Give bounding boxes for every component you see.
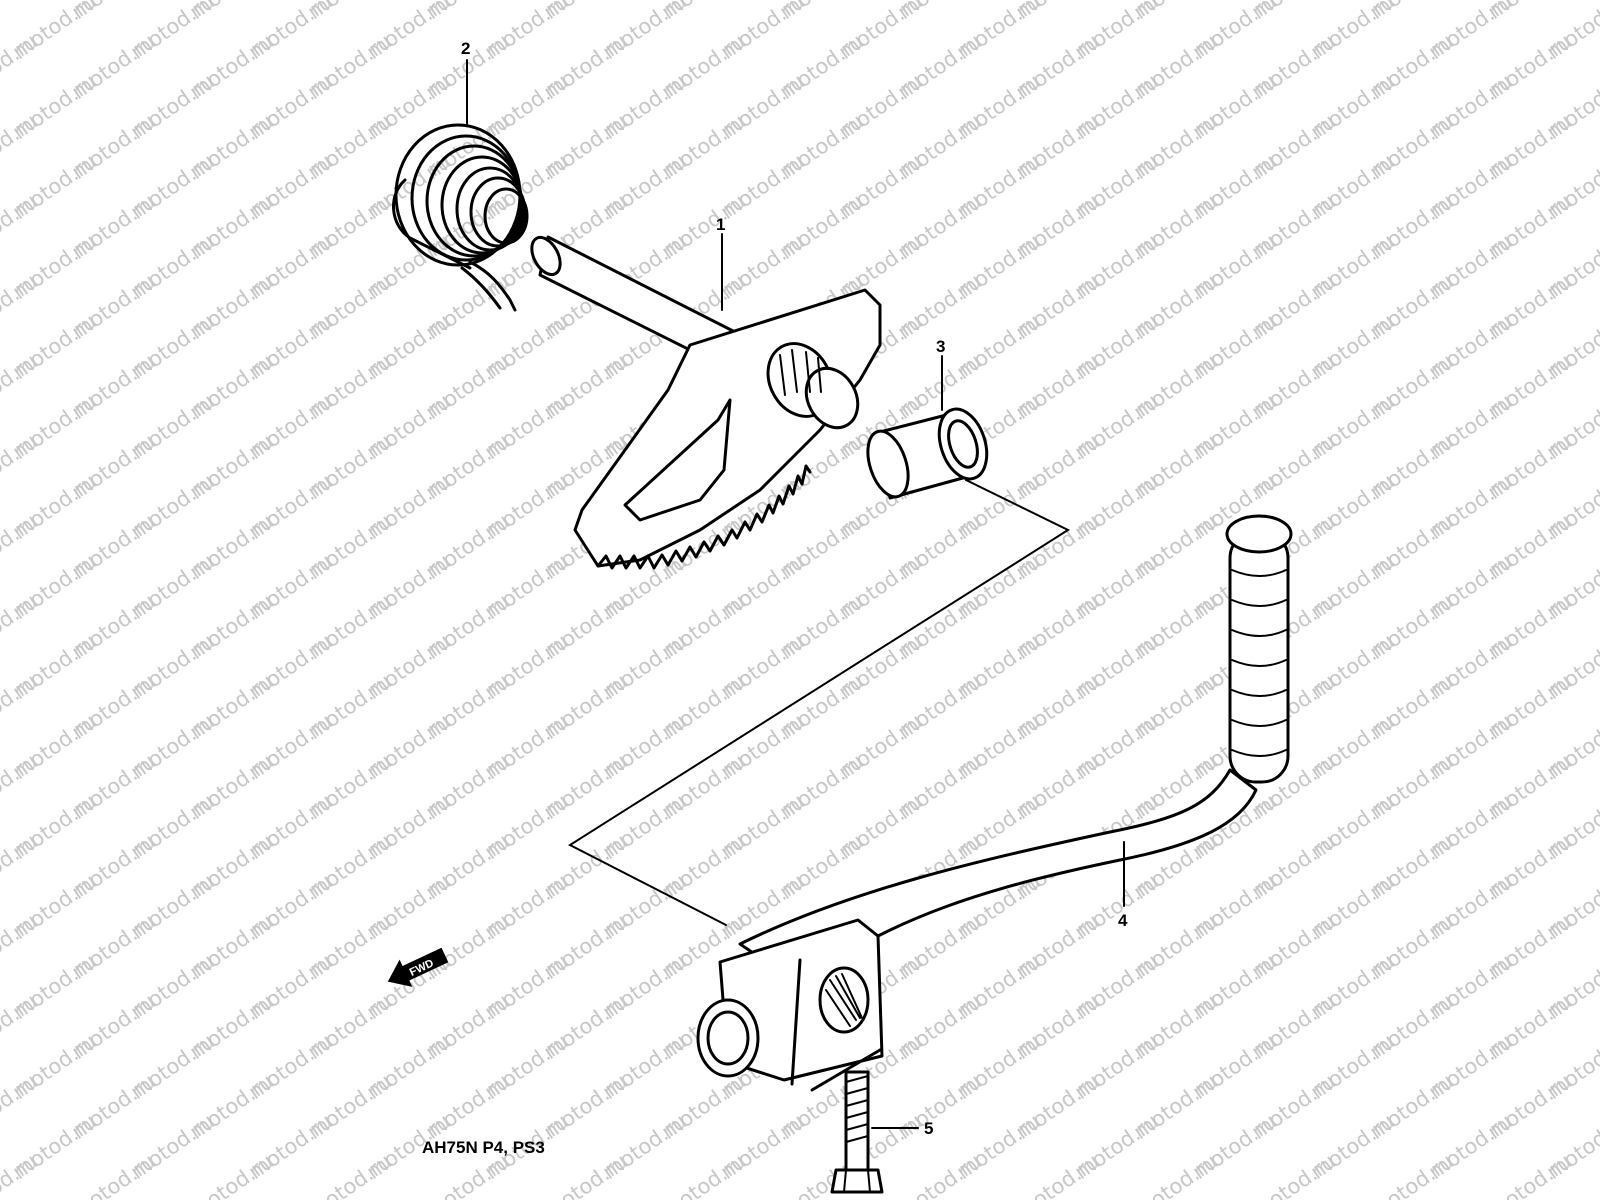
watermark-text: motod.ru [657,1149,750,1200]
watermark-text: motod.ru [539,1149,632,1200]
watermark-text: motod.ru [0,589,42,664]
watermark-text: motod.ru [303,1149,396,1200]
watermark-text: motod.ru [1247,1149,1340,1200]
watermark-text: motod.ru [893,1149,986,1200]
callout-4: 4 [1118,911,1128,930]
bolt [830,1070,884,1194]
watermark-text: motod.ru [1011,1149,1104,1200]
watermark-text: motod.ru [0,669,42,744]
watermark-text: motod.ru [0,829,42,904]
watermark-text: motod.ru [1483,1149,1576,1200]
kick-starter-shaft [530,235,882,570]
watermark-text: motod.ru [0,269,42,344]
assembly-line [567,479,1071,926]
watermark-text: motod.ru [67,1149,160,1200]
bushing [866,407,989,500]
callout-1: 1 [716,215,725,234]
return-spring [392,123,529,312]
watermark-text: motod.ru [0,749,42,824]
watermark-text: motod.ru [0,0,42,24]
watermark-text: motod.ru [0,1069,42,1144]
arrow-left-icon [387,947,449,987]
watermark-text: motod.ru [1129,1149,1222,1200]
watermark-text: motod.ru [0,109,42,184]
watermark-text: motod.ru [0,29,42,104]
watermark-text: motod.ru [0,349,42,424]
model-label: AH75N P4, PS3 [422,1138,545,1157]
watermark-text: motod.ru [185,1149,278,1200]
watermark-text: motod.ru [1365,1149,1458,1200]
callout-3: 3 [936,337,945,356]
callout-5: 5 [924,1119,933,1138]
watermark-text: motod.ru [0,509,42,584]
callout-2: 2 [461,39,470,58]
watermark-text: motod.ru [0,429,42,504]
kick-starter-lever [696,514,1293,1092]
watermark-text: motod.ru [0,989,42,1064]
callout-leaders [466,59,1125,1129]
watermark-text: motod.ru [0,909,42,984]
watermark-text: motod.ru [0,189,42,264]
